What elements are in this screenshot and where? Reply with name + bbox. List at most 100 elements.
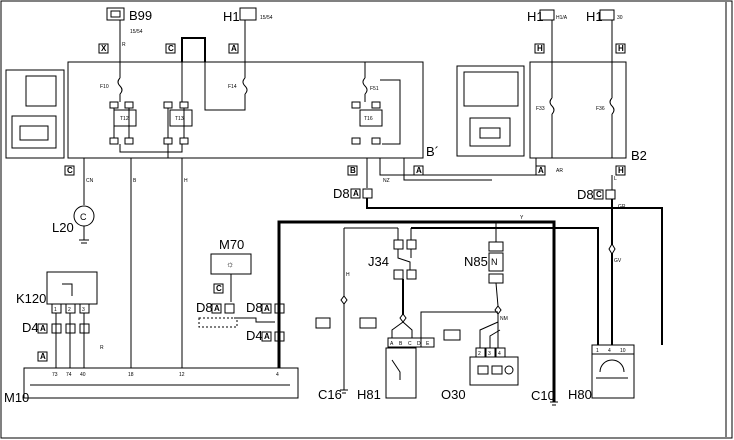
k120-wire-note: R bbox=[100, 345, 104, 351]
h1-top-right-a-label: H1 bbox=[527, 9, 544, 24]
conn-tag-h-top-b-label: H bbox=[618, 44, 624, 53]
o30-locator-icon bbox=[443, 329, 461, 341]
d8-right-label: D8 bbox=[577, 187, 594, 202]
b2-locator-inset bbox=[456, 65, 525, 157]
h81-switch bbox=[391, 359, 401, 380]
splice-mid bbox=[399, 313, 407, 323]
h81-locator-icon bbox=[359, 317, 377, 329]
d8-b-label: D8 bbox=[246, 300, 263, 315]
b2-locator-panel-2 bbox=[469, 117, 511, 147]
h80-body bbox=[591, 353, 635, 399]
d8-right-tag bbox=[593, 189, 604, 200]
conn-tag-h-top-b bbox=[615, 43, 626, 54]
d8-right-pin bbox=[605, 189, 616, 200]
k120-sensor-symbol bbox=[62, 283, 73, 296]
h81-feed-c bbox=[402, 321, 413, 338]
b99-sublabel: 15/54 bbox=[130, 29, 143, 35]
conn-tag-h-b2 bbox=[615, 165, 626, 176]
fuse-f10-label: F10 bbox=[100, 84, 109, 90]
h81-pin-a: A bbox=[390, 341, 394, 347]
d8-a-tag bbox=[211, 303, 222, 314]
dashed-connector bbox=[198, 317, 238, 328]
o30-feed-3 bbox=[489, 329, 501, 348]
o30-pin-2-label: 2 bbox=[478, 351, 481, 357]
relay-t13-label: T13 bbox=[175, 116, 184, 122]
h81-feed-a bbox=[391, 321, 404, 338]
j34-to-h80-wire bbox=[411, 227, 599, 345]
key-icon-right-a bbox=[539, 9, 555, 21]
conn-tag-c-top-label: C bbox=[168, 44, 174, 53]
m10-tag-a bbox=[37, 351, 48, 362]
h80-label: H80 bbox=[568, 387, 592, 402]
m10-pin-74: 74 bbox=[66, 372, 72, 378]
conn-tag-x bbox=[98, 43, 109, 54]
wire-b-label: B bbox=[133, 178, 137, 184]
h1-right-b-term: 30 bbox=[617, 15, 623, 21]
b1-out-2 bbox=[379, 158, 537, 176]
m70-tag-c bbox=[213, 283, 224, 294]
h81-pin-c: C bbox=[408, 341, 412, 347]
wire-nz-label: NZ bbox=[383, 178, 390, 184]
n85-out bbox=[495, 282, 499, 307]
wire-cn-label: CN bbox=[86, 178, 94, 184]
relay-t13: T13 bbox=[163, 62, 193, 145]
fuse-f51: F51 bbox=[362, 62, 379, 95]
conn-tag-c-top bbox=[165, 43, 176, 54]
fuse-f33: F33 bbox=[536, 62, 555, 158]
b2-locator-panel bbox=[463, 71, 519, 107]
c10-label: C10 bbox=[531, 388, 555, 403]
trunk-wire-main bbox=[277, 220, 556, 402]
b1-locator-relay bbox=[11, 115, 57, 149]
wire-l-label: L bbox=[614, 176, 617, 182]
j34-wire-h: H bbox=[346, 272, 350, 278]
h80-pin-1: 1 bbox=[596, 348, 599, 354]
conn-tag-c-left-label: C bbox=[67, 166, 73, 175]
h1-top-left-label: H1 bbox=[223, 9, 240, 24]
h81-to-o30 bbox=[420, 311, 498, 347]
m10-pin-73: 73 bbox=[52, 372, 58, 378]
trunk-wire-upper bbox=[366, 198, 663, 345]
wire-y-label: Y bbox=[520, 215, 524, 221]
fuse-f36: F36 bbox=[596, 62, 615, 158]
conn-tag-b-label: B bbox=[350, 166, 356, 175]
b99-label: B99 bbox=[129, 8, 152, 23]
m10-label: M10 bbox=[4, 390, 29, 405]
h1-right-a-term: H1/A bbox=[556, 15, 568, 21]
n85-pin-top bbox=[488, 241, 504, 252]
o30-lamp-1 bbox=[477, 365, 489, 375]
j34-pin-bot-2 bbox=[406, 269, 417, 280]
h81-label: H81 bbox=[357, 387, 381, 402]
b2-label: B2 bbox=[631, 148, 647, 163]
relay-t16-label: T16 bbox=[364, 116, 373, 122]
m10-pin-18: 18 bbox=[128, 372, 134, 378]
b1-internal-wire-2 bbox=[119, 144, 183, 153]
h81-body bbox=[385, 347, 417, 399]
m10-box bbox=[23, 367, 299, 399]
b99-icon bbox=[106, 7, 125, 21]
d8-left-pin bbox=[362, 188, 373, 199]
b2-fusebox bbox=[529, 61, 627, 159]
conn-tag-h-top-a-label: H bbox=[537, 44, 543, 53]
k120-pin-1-label: 1 bbox=[54, 307, 57, 313]
o30-indicator bbox=[504, 365, 514, 375]
d4-k120-label: D4 bbox=[22, 320, 39, 335]
battery-icon bbox=[110, 10, 121, 18]
bridge-wire bbox=[181, 37, 206, 62]
d4-mid-label: D4 bbox=[246, 328, 263, 343]
conn-tag-a-b2-label: A bbox=[538, 166, 544, 175]
j34-pin-top-2 bbox=[406, 239, 417, 250]
h81-pin-d: D bbox=[417, 341, 421, 347]
j34-switch bbox=[397, 249, 411, 270]
m70-tag-c-label: C bbox=[216, 284, 222, 293]
key-icon-left bbox=[239, 7, 257, 21]
j34-pin-top-1 bbox=[393, 239, 404, 250]
h1-top-right-b-label: H1 bbox=[586, 9, 603, 24]
n85-symbol: N bbox=[491, 257, 498, 267]
o30-lamp-2 bbox=[491, 365, 503, 375]
b99-wire-code: R bbox=[122, 42, 126, 48]
l20-c: C bbox=[80, 212, 87, 222]
relay-t12-label: T12 bbox=[120, 116, 129, 122]
m10-tag-a-label: A bbox=[40, 352, 46, 361]
h81-pin-e: E bbox=[426, 341, 430, 347]
